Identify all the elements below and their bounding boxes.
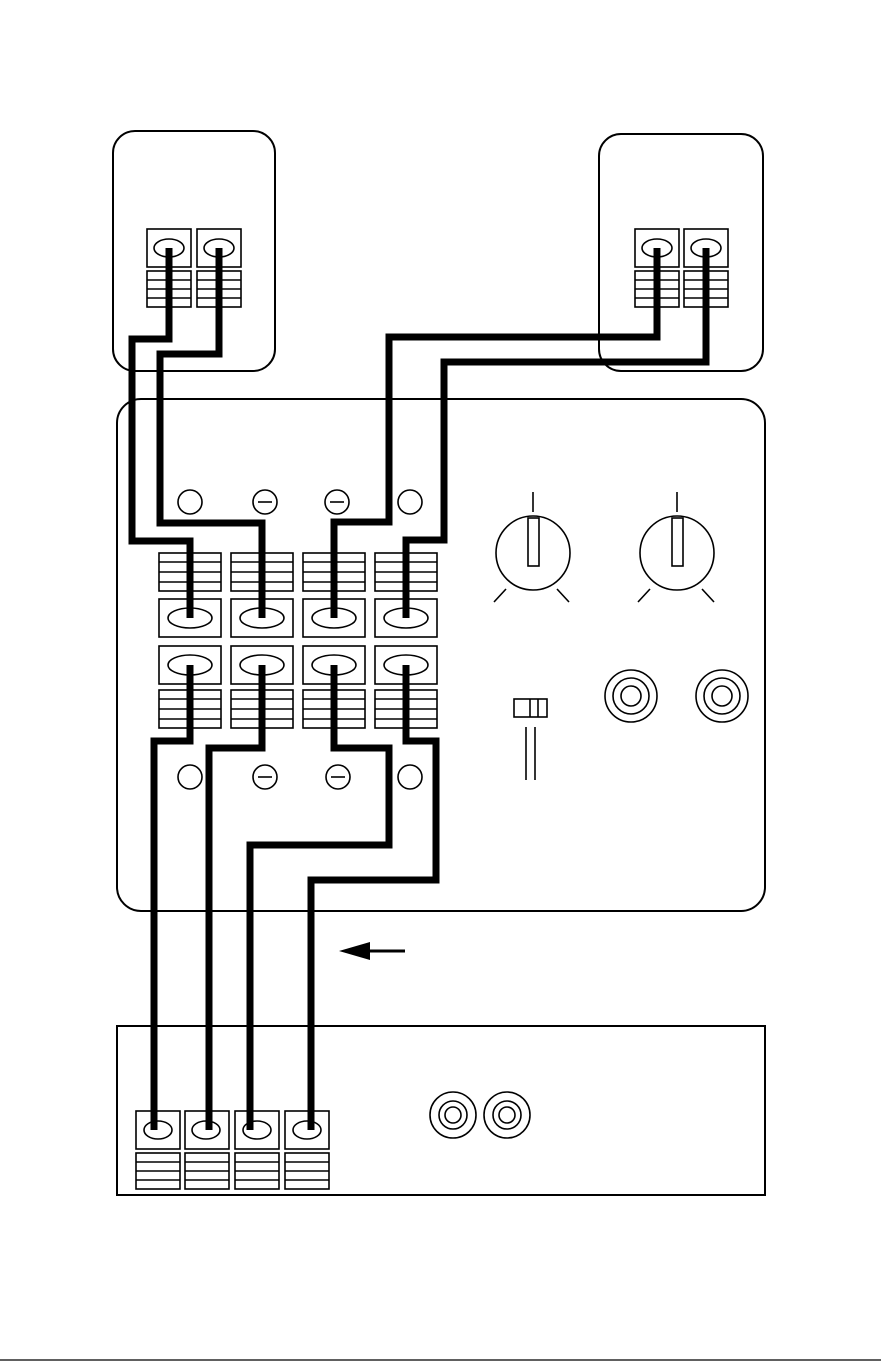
knob-2[interactable] [638, 492, 714, 602]
amp-terminal-4 [285, 1111, 329, 1189]
rca-jack-1[interactable] [605, 670, 657, 722]
amp-rca-jack-1[interactable] [430, 1092, 476, 1138]
slide-switch[interactable] [514, 699, 547, 780]
amp-terminal-3 [235, 1111, 279, 1189]
left-speaker [113, 131, 275, 371]
wire-amp-4 [311, 665, 436, 1130]
plus-mark [178, 490, 202, 514]
amp-terminal-1 [136, 1111, 180, 1189]
wire-amp-2 [209, 665, 262, 1130]
plus-mark [398, 490, 422, 514]
lower-terminal-row [159, 646, 437, 728]
wire-right-speaker-2 [406, 248, 706, 618]
bottom-polarity-marks [178, 765, 422, 789]
wire-amp-3 [250, 665, 389, 1130]
wires [132, 248, 706, 1130]
top-polarity-marks [178, 490, 422, 514]
left-arrow-icon [339, 942, 405, 960]
wire-amp-1 [154, 665, 190, 1130]
amp-rca-jack-2[interactable] [484, 1092, 530, 1138]
knob-1[interactable] [494, 492, 570, 602]
amplifier [117, 1026, 765, 1195]
plus-mark [178, 765, 202, 789]
plus-mark [398, 765, 422, 789]
rca-jack-2[interactable] [696, 670, 748, 722]
upper-terminal-row [159, 553, 437, 637]
